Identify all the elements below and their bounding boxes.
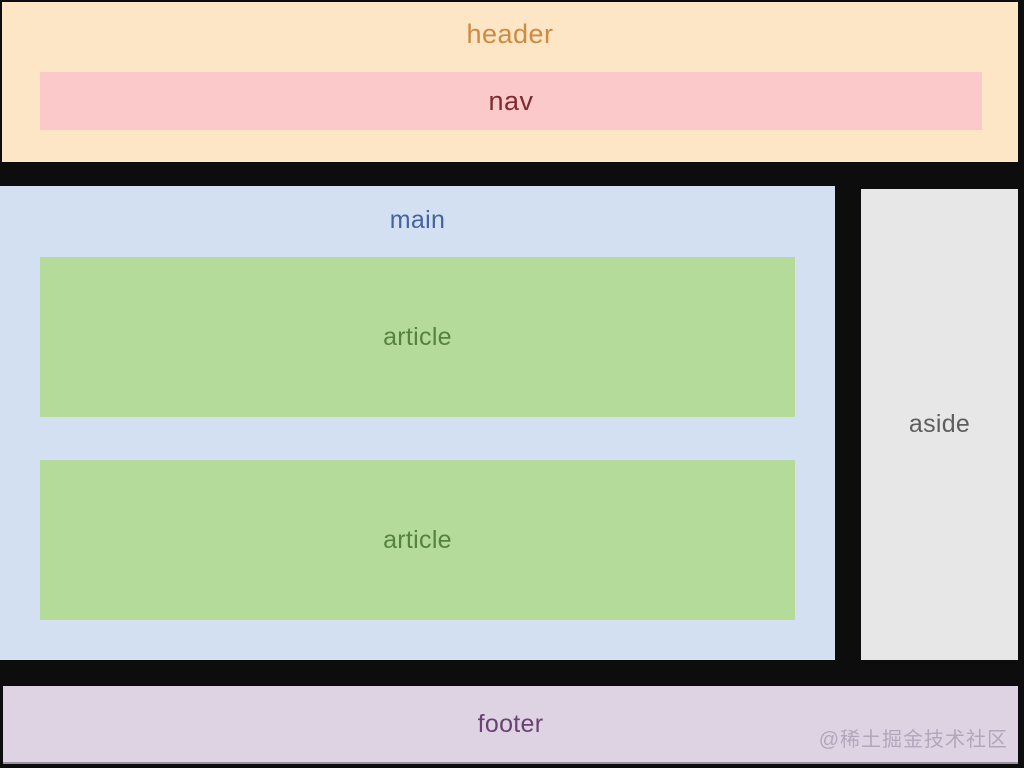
- aside-block: aside: [861, 189, 1018, 660]
- nav-label: nav: [488, 85, 534, 116]
- article-block-1: article: [40, 257, 795, 417]
- article-label-1: article: [383, 322, 452, 351]
- footer-label: footer: [477, 709, 544, 738]
- article-label-2: article: [383, 525, 452, 554]
- main-label: main: [389, 206, 446, 234]
- main-block: main article article: [0, 186, 835, 660]
- header-label: header: [466, 19, 554, 49]
- footer-block: footer: [3, 686, 1018, 764]
- article-block-2: article: [40, 460, 795, 620]
- aside-label: aside: [908, 410, 971, 438]
- nav-block: nav: [40, 72, 982, 130]
